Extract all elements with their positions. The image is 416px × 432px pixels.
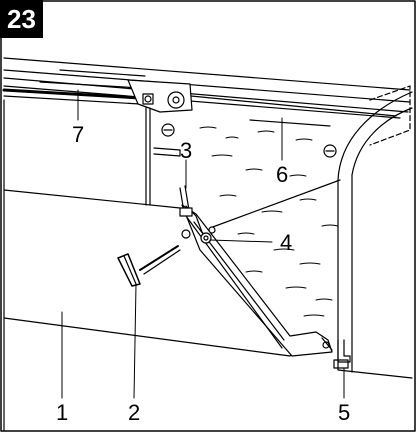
leader-4 (209, 239, 273, 243)
leader-lines (61, 89, 345, 399)
front-panel (3, 189, 301, 357)
rail-bracket (127, 79, 193, 113)
callout-5: 5 (338, 400, 351, 425)
callout-7: 7 (72, 122, 85, 147)
t-handle-key (117, 245, 181, 287)
figure-number-badge: 23 (0, 0, 43, 38)
figure-number: 23 (7, 4, 36, 34)
top-rail (3, 57, 411, 119)
flap-screw (200, 232, 212, 244)
hinged-flap (181, 204, 333, 357)
bottom-clip (333, 339, 351, 369)
foam-texture (199, 126, 339, 317)
back-wall (3, 99, 337, 431)
side-housing (249, 85, 413, 379)
leader-2 (133, 283, 137, 399)
tension-wire (209, 179, 341, 229)
callout-6: 6 (276, 162, 289, 187)
latch-pin (179, 185, 193, 217)
callout-2: 2 (128, 400, 141, 425)
callout-3: 3 (180, 138, 193, 163)
slide-rod (2, 69, 146, 105)
callout-1: 1 (56, 400, 69, 425)
callout-4: 4 (280, 230, 293, 255)
